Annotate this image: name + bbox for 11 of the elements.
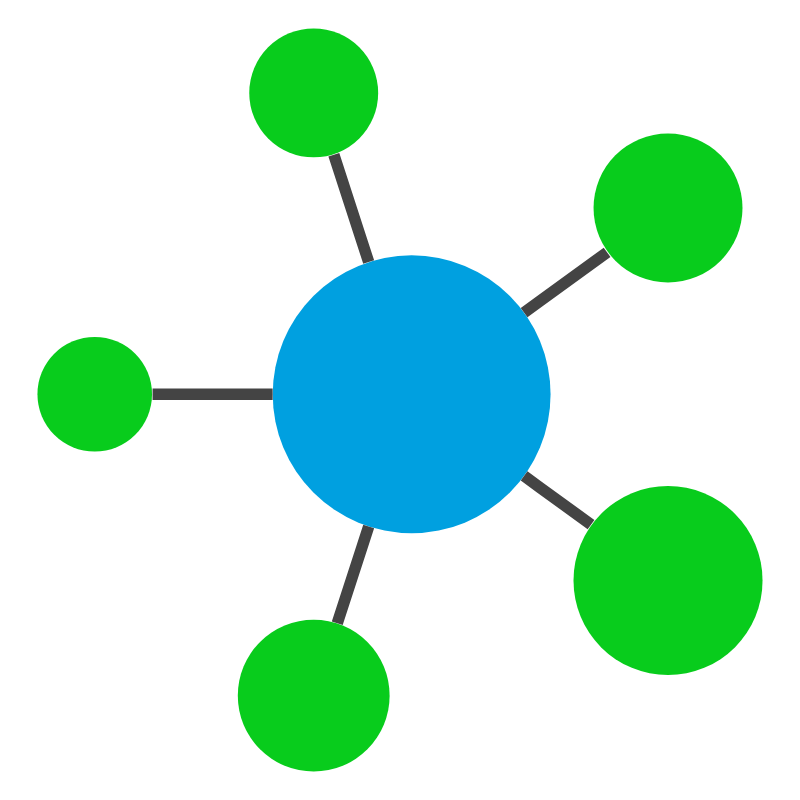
node-circle xyxy=(573,486,763,676)
connector xyxy=(520,247,611,318)
node-circle xyxy=(37,337,153,452)
node-circle xyxy=(237,619,390,772)
node-circle xyxy=(593,133,743,283)
connector xyxy=(331,524,375,625)
connector xyxy=(152,388,273,401)
connector xyxy=(520,471,595,530)
connector xyxy=(328,153,375,264)
node-circle xyxy=(272,255,551,534)
node-circle xyxy=(249,28,379,158)
